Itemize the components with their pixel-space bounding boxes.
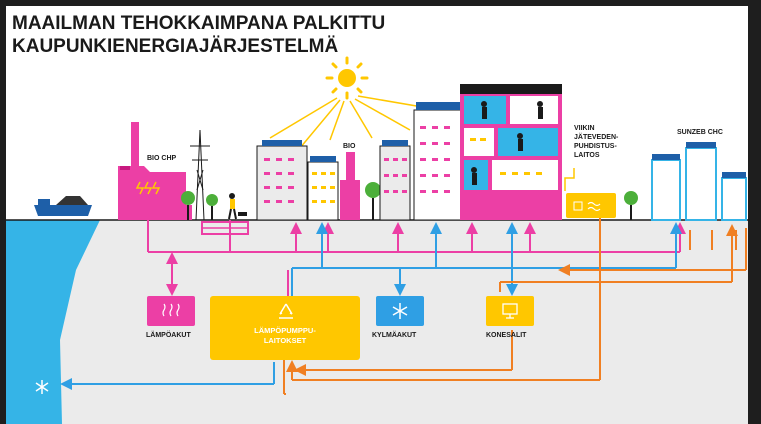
bio-plant bbox=[340, 152, 360, 220]
snowflake-icon bbox=[392, 303, 408, 319]
park-bench bbox=[201, 221, 249, 235]
viikki-label-4: LAITOS bbox=[574, 152, 600, 159]
recycle-icon bbox=[279, 303, 293, 319]
heatpump-label-1: LÄMPÖPUMPPU- bbox=[254, 326, 316, 335]
kylmaakut-label: KYLMÄAKUT bbox=[372, 331, 417, 339]
apartment-building-2 bbox=[307, 156, 339, 221]
snowflake-icon bbox=[35, 380, 49, 394]
sunzeb-rooftops bbox=[652, 142, 746, 178]
viikki-pointer bbox=[564, 168, 575, 191]
heatpump-label-2: LAITOKSET bbox=[264, 336, 307, 345]
cold-storage-unit bbox=[376, 296, 424, 326]
bio-label: BIO bbox=[343, 143, 356, 150]
power-pylon bbox=[190, 129, 210, 221]
viikki-label-3: PUHDISTUS- bbox=[574, 143, 617, 150]
data-center-unit bbox=[486, 296, 534, 326]
konesalit-label: KONESALIT bbox=[486, 332, 527, 339]
viikki-treatment-plant bbox=[566, 193, 616, 218]
bio-chp-plant bbox=[118, 122, 192, 220]
viikki-label-1: VIIKIN bbox=[574, 125, 595, 132]
bio-chp-label: BIO CHP bbox=[147, 155, 177, 162]
pink-heat-pipes bbox=[147, 220, 686, 298]
person-with-dog bbox=[228, 193, 247, 220]
apartment-building-4 bbox=[413, 102, 463, 221]
viikki-label-2: JÄTEVEDEN- bbox=[574, 133, 619, 141]
residential-cutaway-house bbox=[460, 84, 562, 220]
orange-recovered-heat-pipes bbox=[283, 218, 747, 395]
apartment-building-3 bbox=[379, 140, 411, 221]
heat-pump-plant bbox=[210, 296, 360, 360]
sunbeams bbox=[269, 95, 441, 149]
monitor-icon bbox=[502, 303, 518, 319]
sea bbox=[6, 220, 100, 424]
sunzeb-buildings bbox=[651, 147, 747, 221]
title-line-2: KAUPUNKIENERGIAJÄRJESTELMÄ bbox=[12, 36, 338, 57]
apartment-building-1 bbox=[256, 140, 308, 221]
cargo-ship bbox=[34, 196, 92, 216]
sun-icon bbox=[325, 56, 369, 100]
sunzeb-label: SUNZEB CHC bbox=[677, 129, 723, 136]
lampoakut-label: LÄMPÖAKUT bbox=[146, 330, 191, 339]
title-line-1: MAAILMAN TEHOKKAIMPANA PALKITTU bbox=[12, 13, 385, 34]
heat-storage-unit bbox=[147, 296, 195, 326]
blue-cooling-pipes bbox=[60, 222, 682, 390]
heat-waves-icon bbox=[162, 303, 180, 317]
